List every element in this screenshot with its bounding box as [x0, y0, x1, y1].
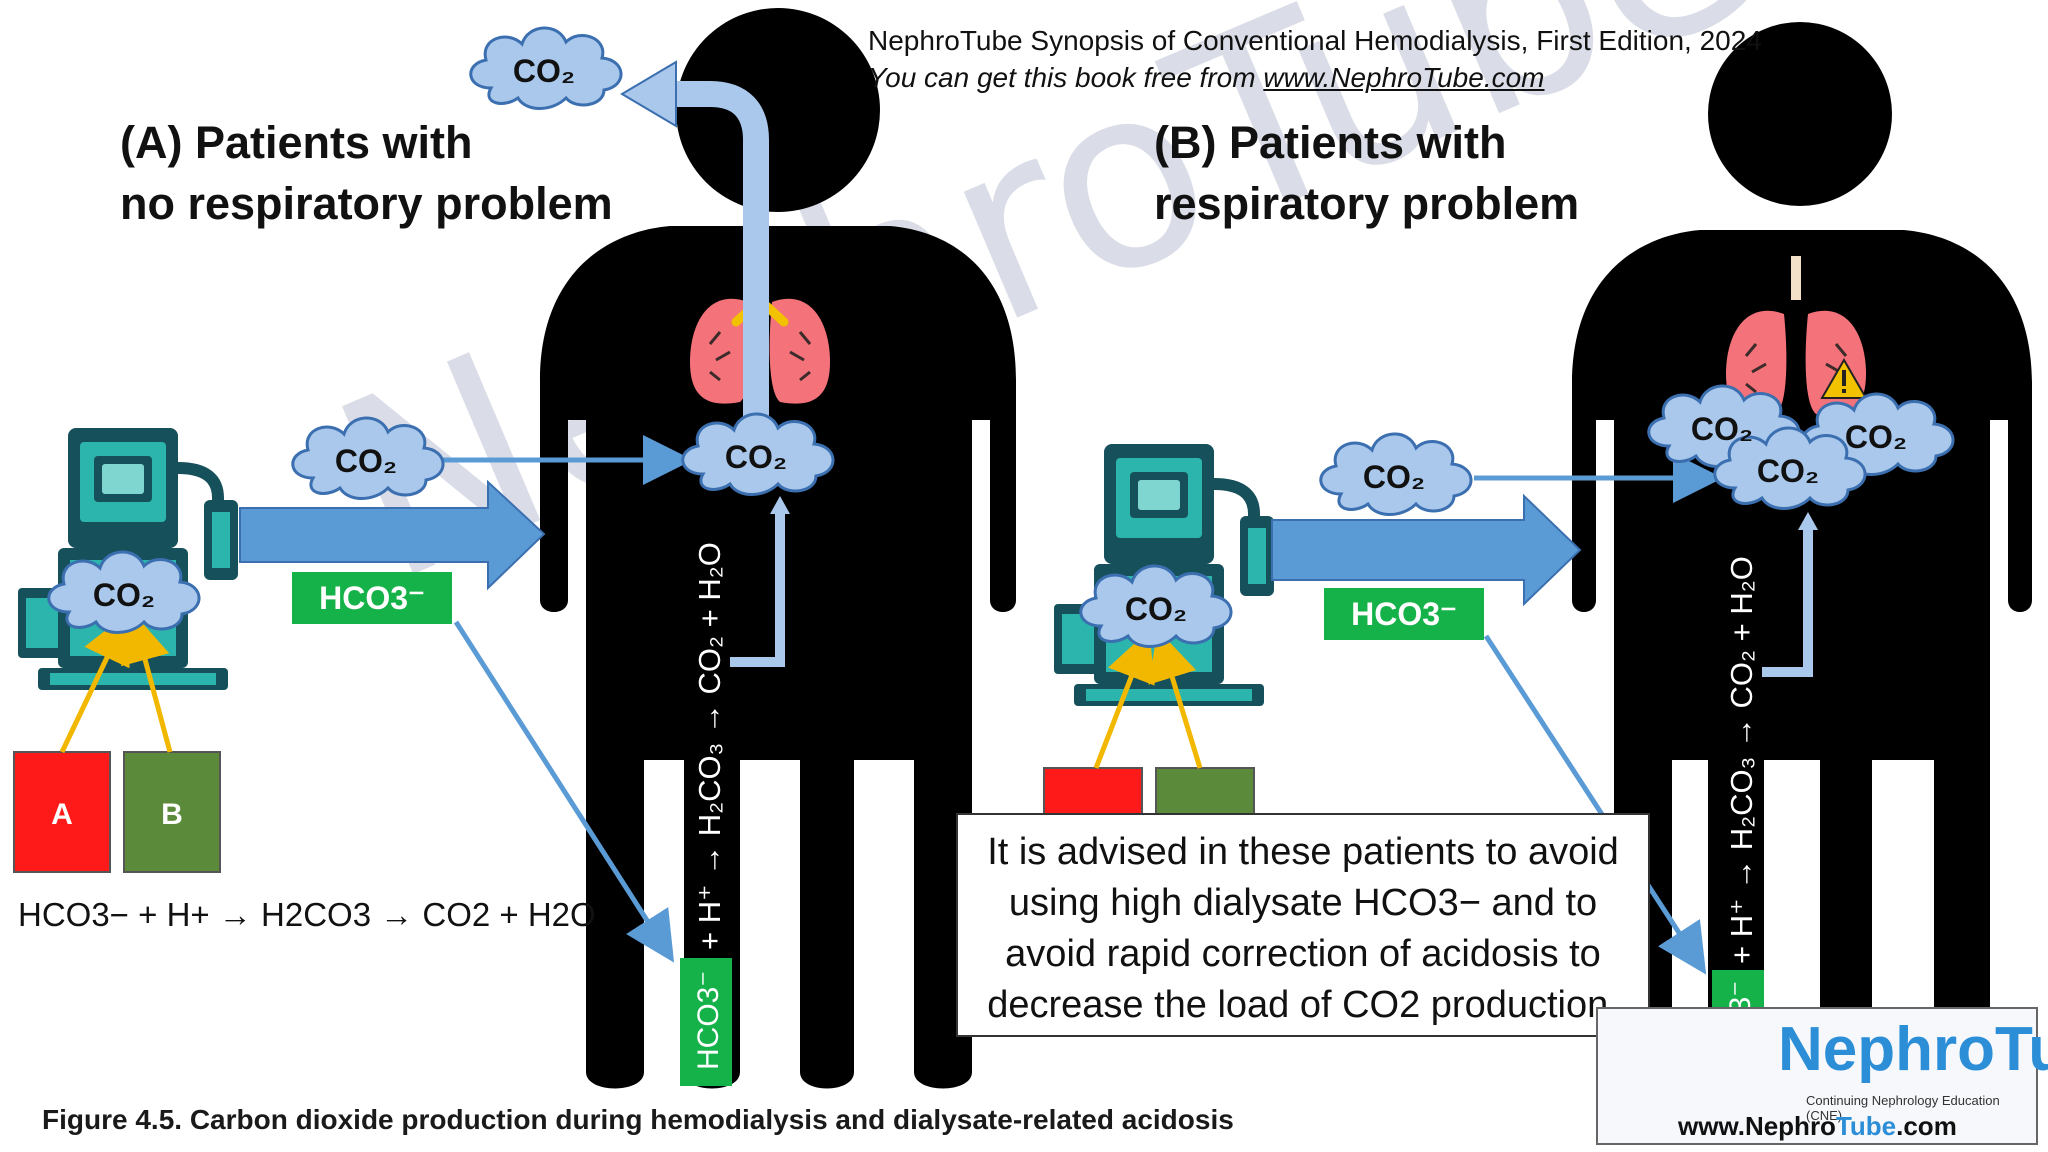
panel-b-title-line1: (B) Patients with: [1154, 117, 1507, 168]
logo-url-suffix: .com: [1896, 1111, 1957, 1141]
advice-line: It is advised in these patients to avoid: [987, 831, 1619, 873]
vertical-hco3-a: HCO3⁻: [692, 971, 725, 1070]
panel-a-title-line2: no respiratory problem: [120, 178, 613, 229]
equation-a: HCO3− + H+ → H2CO3 → CO2 + H2O: [18, 896, 596, 933]
nephrotube-logo: NephroTube Continuing Nephrology Educati…: [1596, 1007, 2048, 1145]
logo-wordmark: NephroTube: [1778, 1015, 2048, 1084]
acid-box-b: [1043, 767, 1143, 817]
hco3-label-box-b: [1324, 588, 1484, 640]
logo-url-prefix: www.: [1678, 1111, 1745, 1141]
vertical-equation-a: + H⁺ → H₂CO₃ → CO₂ + H₂O: [692, 542, 727, 950]
hco3-label-a: HCO3⁻: [319, 580, 425, 616]
co2-label: CO₂: [1757, 453, 1819, 489]
header-line1: NephroTube Synopsis of Conventional Hemo…: [868, 25, 1762, 56]
hco3-label-b: HCO3⁻: [1351, 596, 1457, 632]
big-arrow-a: [239, 479, 546, 591]
panel-b-title-line2: respiratory problem: [1154, 178, 1580, 229]
exhale-arrow-head-a: [620, 60, 677, 128]
hco3-arrow-a: [453, 620, 675, 963]
acid-box-a: [13, 751, 111, 873]
co2-label: CO₂: [1363, 459, 1425, 495]
yellow-arrow-a1: [59, 612, 130, 754]
co2-label: CO₂: [335, 443, 397, 479]
book-header: NephroTube Synopsis of Conventional Hemo…: [868, 22, 1762, 96]
logo-subtitle: Continuing Nephrology Education (CNE): [1806, 1093, 2000, 1123]
co2-label: CO₂: [1691, 411, 1753, 447]
vertical-equation-b: + H⁺ → H₂CO₃ → CO₂ + H₂O: [1724, 556, 1759, 964]
vertical-hco3-box-a: [680, 958, 732, 1086]
yellow-arrow-b2: [1148, 629, 1203, 769]
base-box-b: [123, 751, 221, 873]
base-box-b2: [1155, 767, 1255, 817]
logo-url-brand1: Nephro: [1744, 1111, 1836, 1141]
co2-label: CO₂: [1845, 419, 1907, 455]
big-arrow-b: [1271, 493, 1582, 607]
logo-url: www.NephroTube.com: [1678, 1111, 1957, 1142]
logo-url-brand2: Tube: [1835, 1111, 1897, 1141]
figure-caption: Figure 4.5. Carbon dioxide production du…: [42, 1104, 1234, 1135]
hco3-arrow-b: [1483, 634, 1707, 975]
exhale-arrow-a: [676, 81, 769, 420]
co2-label: CO₂: [1125, 591, 1187, 627]
co2-label: CO₂: [93, 577, 155, 613]
base-box-label: B: [161, 798, 183, 831]
header-link[interactable]: www.NephroTube.com: [1263, 62, 1545, 93]
warning-icon: [1820, 358, 1868, 399]
co2-label: CO₂: [513, 53, 575, 89]
co2-label: CO₂: [725, 439, 787, 475]
yellow-arrow-a2: [120, 611, 173, 753]
acid-box-label: A: [51, 798, 73, 831]
yellow-arrow-b1: [1093, 630, 1155, 769]
panel-a-title-line1: (A) Patients with: [120, 117, 473, 168]
advice-line: avoid rapid correction of acidosis to: [1005, 933, 1601, 975]
body-upward-arrow-b: [1762, 530, 1813, 677]
body-upward-arrow-a: [730, 514, 785, 667]
advice-box: It is advised in these patients to avoid…: [956, 813, 1650, 1037]
advice-line: using high dialysate HCO3− and to: [1008, 882, 1598, 924]
header-line2-prefix: You can get this book free from: [868, 62, 1264, 93]
header-line2: You can get this book free from www.Neph…: [868, 59, 1762, 96]
advice-line: decrease the load of CO2 production.: [987, 984, 1619, 1026]
hco3-label-box-a: [292, 572, 452, 624]
panel-b-title: (B) Patients with respiratory problem: [1154, 112, 1579, 234]
panel-a-title: (A) Patients with no respiratory problem: [120, 112, 613, 234]
